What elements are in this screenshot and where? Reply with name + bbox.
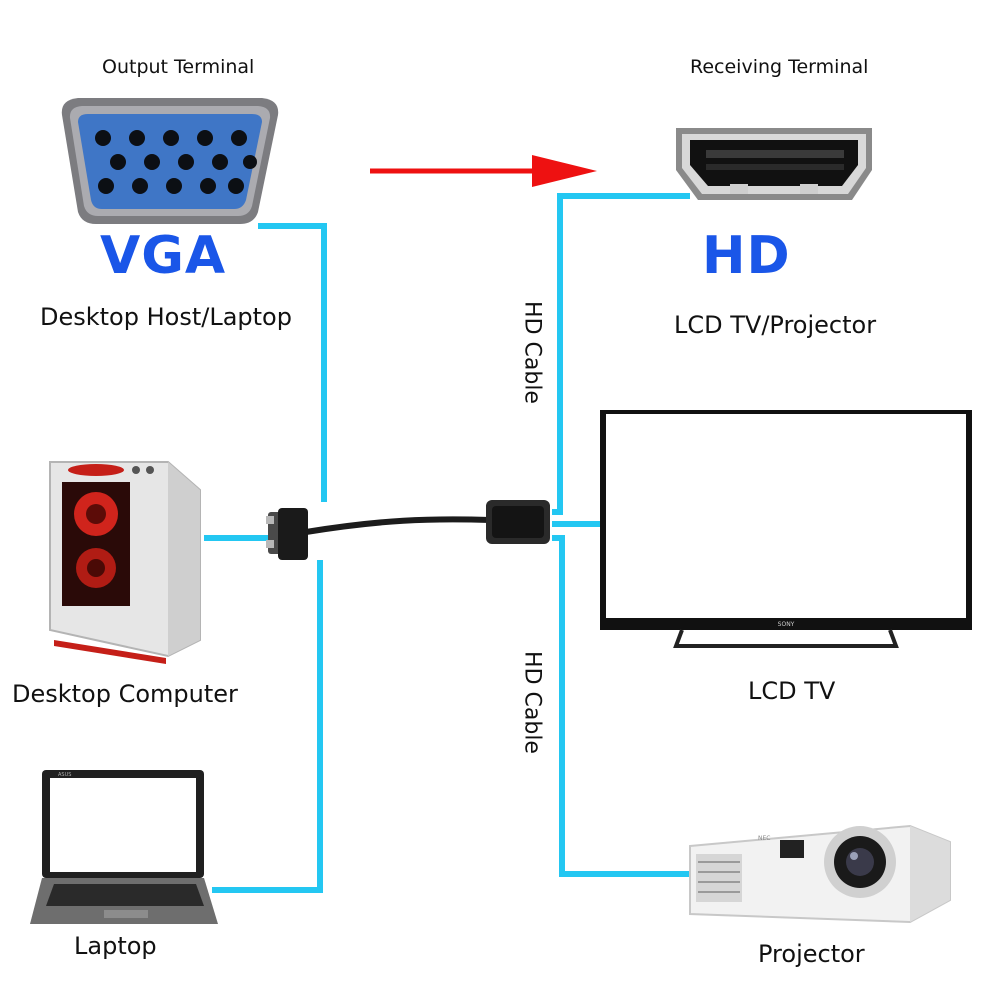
wire-laptop-to-adapter: [212, 560, 323, 893]
wire-adapter-to-hd: [552, 193, 690, 515]
hd-cable-label-top: HD Cable: [519, 301, 545, 404]
wire-adapter-to-projector: [552, 535, 690, 877]
output-terminal-heading: Output Terminal: [102, 56, 255, 78]
desktop-computer-icon: [49, 461, 201, 664]
hd-cable-label-bottom: HD Cable: [519, 651, 545, 754]
laptop-label: Laptop: [74, 932, 157, 960]
direction-arrow: [370, 155, 597, 187]
vga-port-icon: [61, 98, 279, 224]
vga-pin-holes: [95, 130, 257, 194]
desktop-computer-label: Desktop Computer: [12, 680, 238, 708]
laptop-brand-logo: ASUS: [58, 772, 71, 778]
tv-brand-logo: SONY: [778, 621, 795, 628]
projector-brand-logo: NEC: [758, 835, 770, 842]
hdmi-port-icon: [676, 128, 872, 200]
hd-title: HD: [702, 226, 791, 286]
projector-icon: NEC: [689, 824, 951, 924]
connection-wires: [204, 193, 690, 893]
lcd-tv-label: LCD TV: [748, 677, 836, 705]
lcd-tv-projector-label: LCD TV/Projector: [674, 311, 877, 339]
projector-label: Projector: [758, 940, 865, 968]
laptop-icon: ASUS: [30, 770, 218, 924]
vga-title: VGA: [100, 226, 227, 286]
wire-vga-to-adapter: [258, 223, 327, 502]
receiving-terminal-heading: Receiving Terminal: [690, 56, 869, 78]
lcd-tv-icon: SONY: [600, 410, 972, 648]
vga-hdmi-adapter-cable: [266, 500, 550, 560]
desktop-host-laptop-label: Desktop Host/Laptop: [40, 303, 292, 331]
